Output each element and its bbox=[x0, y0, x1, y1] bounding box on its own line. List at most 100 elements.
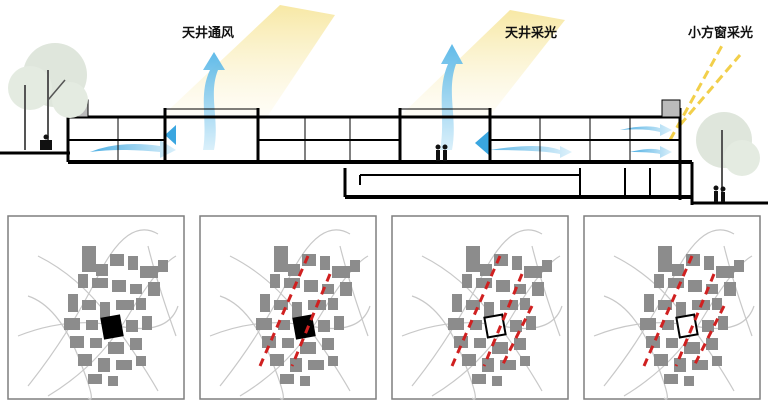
building-block bbox=[274, 246, 288, 272]
airflow-arrow-mid-right bbox=[490, 146, 572, 158]
building-block bbox=[108, 376, 118, 386]
building-block bbox=[514, 284, 526, 294]
axis-line bbox=[450, 255, 502, 367]
building-block bbox=[300, 342, 316, 354]
building-block bbox=[706, 284, 718, 294]
building-block bbox=[350, 260, 360, 272]
building-block bbox=[532, 282, 544, 296]
building-block bbox=[282, 338, 294, 348]
building-block bbox=[734, 260, 744, 272]
tree-right bbox=[696, 112, 760, 200]
site-plans bbox=[7, 215, 761, 400]
building-block bbox=[658, 246, 672, 272]
tree-left bbox=[8, 43, 88, 150]
axis-line bbox=[482, 273, 524, 367]
site-plan-axis bbox=[199, 215, 377, 400]
parapet-right bbox=[661, 99, 681, 118]
building-block bbox=[692, 360, 708, 370]
building-block bbox=[284, 278, 300, 288]
airflow-arrow-left-upper bbox=[165, 125, 176, 145]
building-block bbox=[88, 374, 102, 384]
building-block bbox=[270, 274, 280, 288]
building-block bbox=[482, 358, 494, 372]
building-block bbox=[292, 302, 302, 318]
site-plan-final bbox=[583, 215, 761, 400]
building-block bbox=[658, 300, 672, 310]
building-block bbox=[724, 282, 736, 296]
road-line bbox=[603, 295, 668, 400]
road-line bbox=[27, 295, 92, 400]
building-block bbox=[322, 338, 334, 350]
building-block bbox=[448, 318, 464, 330]
site-plan-courtyard bbox=[391, 215, 569, 400]
airflow-arrow-left-ground bbox=[90, 140, 176, 158]
building-block bbox=[526, 316, 536, 330]
building-block bbox=[92, 278, 108, 288]
building-block bbox=[328, 298, 338, 310]
building-block bbox=[472, 374, 486, 384]
building-block bbox=[70, 336, 84, 348]
building-block bbox=[520, 356, 530, 366]
building-block bbox=[82, 300, 96, 310]
building-block bbox=[148, 282, 160, 296]
building-block bbox=[520, 298, 530, 310]
building-block bbox=[128, 256, 138, 270]
airflow-arrow-courtyard-right bbox=[475, 130, 490, 156]
axis-line bbox=[290, 273, 332, 367]
building-block bbox=[126, 320, 138, 332]
building-block bbox=[672, 264, 684, 276]
building-block bbox=[158, 260, 168, 272]
building-block bbox=[712, 298, 722, 310]
building-block bbox=[640, 318, 656, 330]
label-small-window-lighting: 小方窗采光 bbox=[688, 26, 754, 41]
building-block bbox=[676, 302, 686, 318]
building-block bbox=[512, 256, 522, 270]
airflow-arrow-window-upper bbox=[620, 124, 672, 136]
building-block bbox=[484, 302, 494, 318]
building-block bbox=[654, 354, 668, 366]
building-block bbox=[466, 300, 480, 310]
building-block bbox=[474, 338, 486, 348]
building-block bbox=[684, 376, 694, 386]
airflow-arrow-window-lower bbox=[630, 146, 672, 158]
building-block bbox=[68, 294, 78, 312]
building-block bbox=[300, 376, 310, 386]
building-block bbox=[86, 320, 98, 330]
building-block bbox=[712, 356, 722, 366]
building-block bbox=[492, 342, 508, 354]
building-block bbox=[90, 338, 102, 348]
building-block bbox=[514, 338, 526, 350]
label-patio-ventilation: 天井通风 bbox=[182, 26, 235, 41]
building-block bbox=[716, 266, 734, 278]
building-block bbox=[524, 266, 542, 278]
building-block bbox=[78, 354, 92, 366]
building-block bbox=[322, 284, 334, 294]
highlight-courtyard bbox=[675, 313, 699, 339]
building-block bbox=[270, 354, 284, 366]
people-figures bbox=[40, 134, 726, 202]
building-block bbox=[110, 254, 124, 266]
plan-buildings bbox=[64, 246, 168, 386]
building-block bbox=[256, 318, 272, 330]
building-block bbox=[654, 274, 664, 288]
building-block bbox=[476, 278, 492, 288]
building-block bbox=[666, 338, 678, 348]
highlight-block bbox=[292, 314, 316, 340]
building-block bbox=[684, 342, 700, 354]
road-line bbox=[219, 295, 284, 400]
sunlight-beam-ventilation bbox=[158, 5, 335, 120]
building-block bbox=[494, 254, 508, 266]
building-block bbox=[662, 320, 674, 330]
label-patio-lighting: 天井采光 bbox=[505, 26, 558, 41]
building-block bbox=[332, 266, 350, 278]
building-block bbox=[542, 260, 552, 272]
road-line bbox=[411, 229, 543, 387]
building-block bbox=[96, 264, 108, 276]
axis-line bbox=[500, 305, 534, 367]
road-line bbox=[219, 229, 351, 387]
sunlight-beam-courtyard bbox=[398, 10, 565, 118]
highlight-courtyard bbox=[483, 313, 507, 339]
road-line bbox=[27, 229, 159, 387]
building-block bbox=[704, 256, 714, 270]
building-block bbox=[480, 264, 492, 276]
